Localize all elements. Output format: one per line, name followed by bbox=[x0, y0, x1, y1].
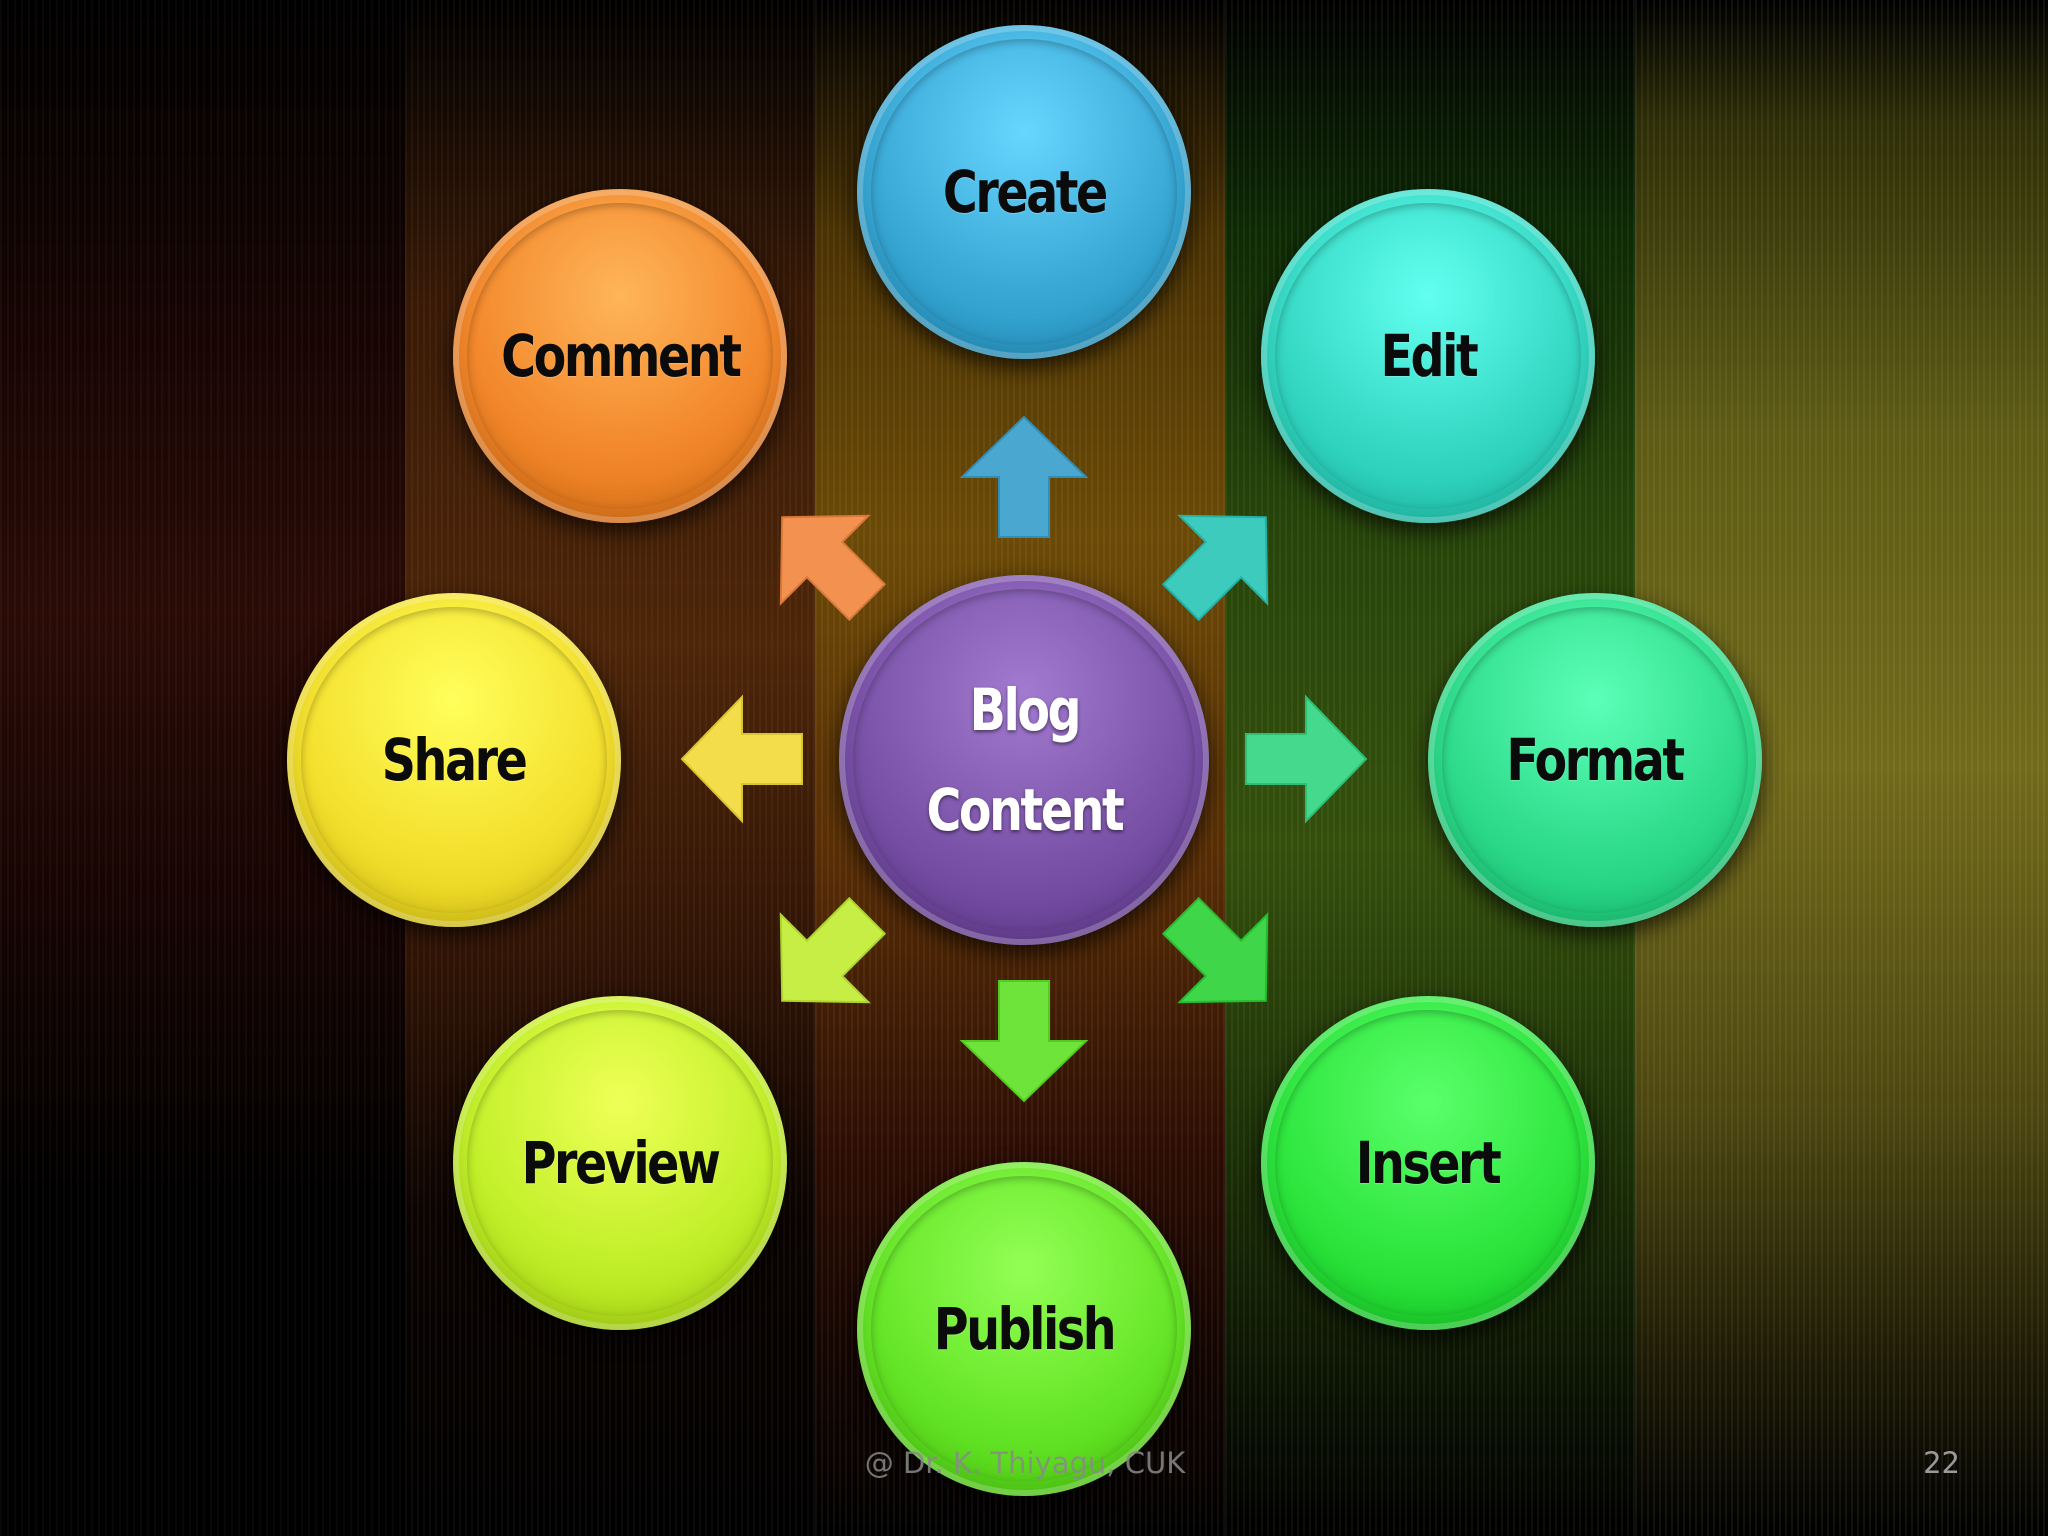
node-format: Format bbox=[1428, 593, 1762, 927]
node-comment: Comment bbox=[453, 189, 787, 523]
node-label-preview: Preview bbox=[521, 1129, 721, 1197]
arrow-to-comment bbox=[779, 514, 887, 622]
node-publish: Publish bbox=[857, 1162, 1191, 1496]
footer-credit: @ Dr. K. Thiyagu, CUK bbox=[864, 1446, 1186, 1480]
node-label-create: Create bbox=[942, 158, 1108, 226]
node-label-share: Share bbox=[382, 726, 528, 794]
node-share: Share bbox=[287, 593, 621, 927]
node-label-insert: Insert bbox=[1356, 1129, 1502, 1197]
arrow-to-publish bbox=[959, 980, 1089, 1103]
center-label: Blog Content bbox=[926, 676, 1124, 844]
node-create: Create bbox=[857, 25, 1191, 359]
arrow-to-preview bbox=[779, 896, 887, 1004]
node-preview: Preview bbox=[453, 996, 787, 1330]
node-label-edit: Edit bbox=[1380, 322, 1478, 390]
node-label-format: Format bbox=[1506, 726, 1686, 794]
node-insert: Insert bbox=[1261, 996, 1595, 1330]
arrow-to-format bbox=[1245, 694, 1368, 824]
arrow-to-edit bbox=[1161, 514, 1269, 622]
arrow-to-create bbox=[959, 415, 1089, 538]
node-edit: Edit bbox=[1261, 189, 1595, 523]
arrow-to-insert bbox=[1161, 896, 1269, 1004]
node-label-publish: Publish bbox=[933, 1295, 1117, 1363]
slide-number: 22 bbox=[1923, 1446, 1960, 1480]
arrow-to-share bbox=[680, 694, 803, 824]
node-center-blog-content: Blog Content bbox=[839, 575, 1209, 945]
node-label-comment: Comment bbox=[500, 322, 742, 390]
